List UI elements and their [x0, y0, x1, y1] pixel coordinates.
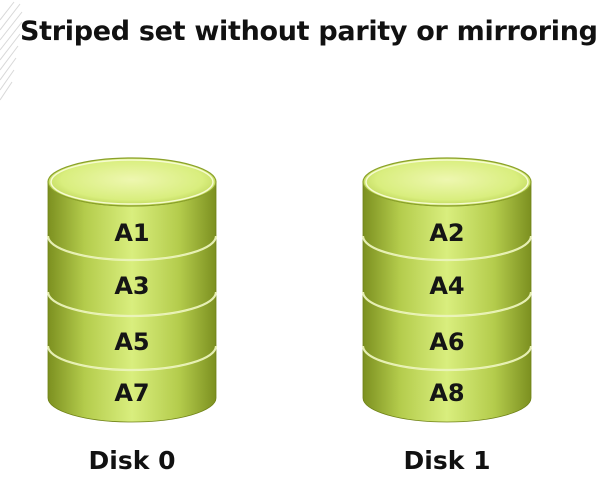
- disk-0-groove-1: [46, 235, 218, 262]
- disk-0-cylinder: A1 A3 A5 A7: [46, 152, 218, 424]
- disk-1-block-3-label: A6: [429, 328, 465, 356]
- diagram-title: Striped set without parity or mirroring: [20, 16, 598, 47]
- disk-0-block-3-label: A5: [114, 328, 150, 356]
- disk-0-cylinder-graphic: [46, 157, 218, 423]
- disk-1-cylinder: A2 A4 A6 A8: [361, 152, 533, 424]
- disk-1-block-1-label: A2: [429, 219, 465, 247]
- disk-1-top-cap-highlight: [365, 159, 529, 205]
- disk-1-block-2-label: A4: [429, 272, 465, 300]
- disk-0-top-cap-highlight: [50, 159, 214, 205]
- disk-0-top-cap: [47, 157, 217, 207]
- disk-0-block-1-label: A1: [114, 219, 150, 247]
- disk-0-block-4-label: A7: [114, 379, 150, 407]
- disk-1-cylinder-graphic: [361, 157, 533, 423]
- disk-1-groove-2: [361, 291, 533, 318]
- disk-0-groove-3: [46, 345, 218, 372]
- decorative-corner-lines: [0, 1, 23, 101]
- disk-0-block-2-label: A3: [114, 272, 150, 300]
- disk-1-top-cap: [362, 157, 532, 207]
- disk-1-groove-3: [361, 345, 533, 372]
- disk-1-label: Disk 1: [403, 446, 491, 475]
- disk-1-groove-1: [361, 235, 533, 262]
- disk-0-groove-2: [46, 291, 218, 318]
- disk-0-label: Disk 0: [88, 446, 176, 475]
- disk-1-block-4-label: A8: [429, 379, 465, 407]
